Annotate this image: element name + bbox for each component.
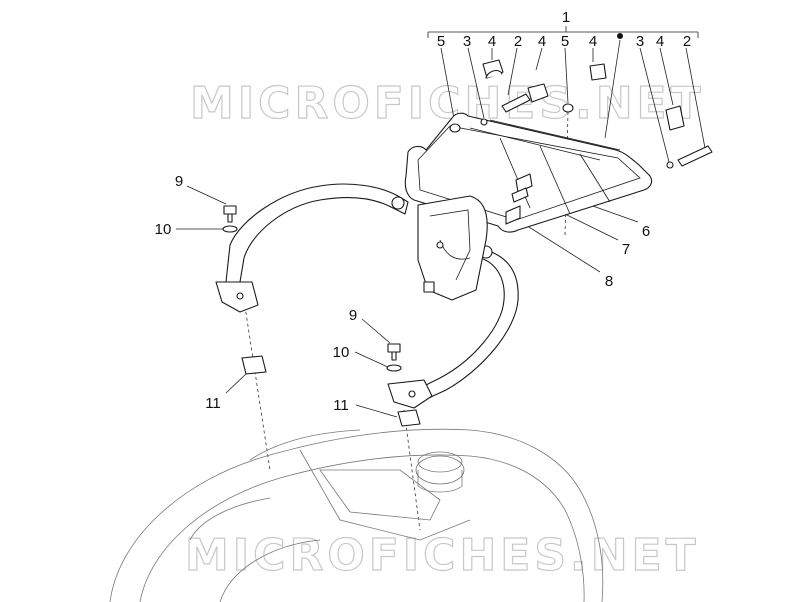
callout-4c: 4 <box>589 33 597 50</box>
callout-11b: 11 <box>333 397 349 414</box>
washer-b <box>666 161 674 169</box>
callout-11a: 11 <box>205 395 221 412</box>
callout-2a: 2 <box>514 33 522 50</box>
bushing-d <box>665 105 685 131</box>
callout-5a: 5 <box>437 33 445 50</box>
callout-7: 7 <box>622 241 630 258</box>
fuel-cap <box>415 455 465 485</box>
fasteners-right <box>386 343 421 427</box>
callout-5b: 5 <box>561 33 569 50</box>
callout-6: 6 <box>642 223 650 240</box>
callout-3a: 3 <box>463 33 471 50</box>
hardware-parts <box>449 59 713 225</box>
scooter-body <box>109 428 604 602</box>
callout-2b: 2 <box>683 33 691 50</box>
bushing-b <box>527 83 549 103</box>
callout-10a: 10 <box>155 221 172 238</box>
callout-1: 1 <box>562 9 570 26</box>
cap-a <box>449 123 461 133</box>
nut-8 <box>505 205 521 225</box>
pin-a <box>501 93 531 113</box>
cap-b <box>562 103 574 113</box>
fasteners-left <box>222 205 267 375</box>
callout-4d: 4 <box>656 33 664 50</box>
callout-10b: 10 <box>333 344 350 361</box>
callout-labels: 1 5 3 4 2 4 5 4 3 4 2 6 7 8 9 10 9 10 11… <box>155 9 692 414</box>
callout-4b: 4 <box>538 33 546 50</box>
callout-bracket-1 <box>427 26 699 39</box>
watermark-bottom: MICROFICHES.NET <box>185 530 700 581</box>
callout-9a: 9 <box>175 173 183 190</box>
washer-a <box>480 118 488 126</box>
pin-b <box>677 145 713 167</box>
callout-3b: 3 <box>636 33 644 50</box>
bullet-marker <box>617 33 623 39</box>
screw-6 <box>515 173 533 193</box>
callout-4a: 4 <box>488 33 496 50</box>
watermark-top: MICROFICHES.NET <box>190 78 705 129</box>
callout-8: 8 <box>605 273 613 290</box>
carrier-frame <box>215 183 519 409</box>
bushing-c <box>589 63 607 81</box>
callout-9b: 9 <box>349 307 357 324</box>
rack-mount-block <box>417 195 488 301</box>
washer-7 <box>511 187 529 203</box>
